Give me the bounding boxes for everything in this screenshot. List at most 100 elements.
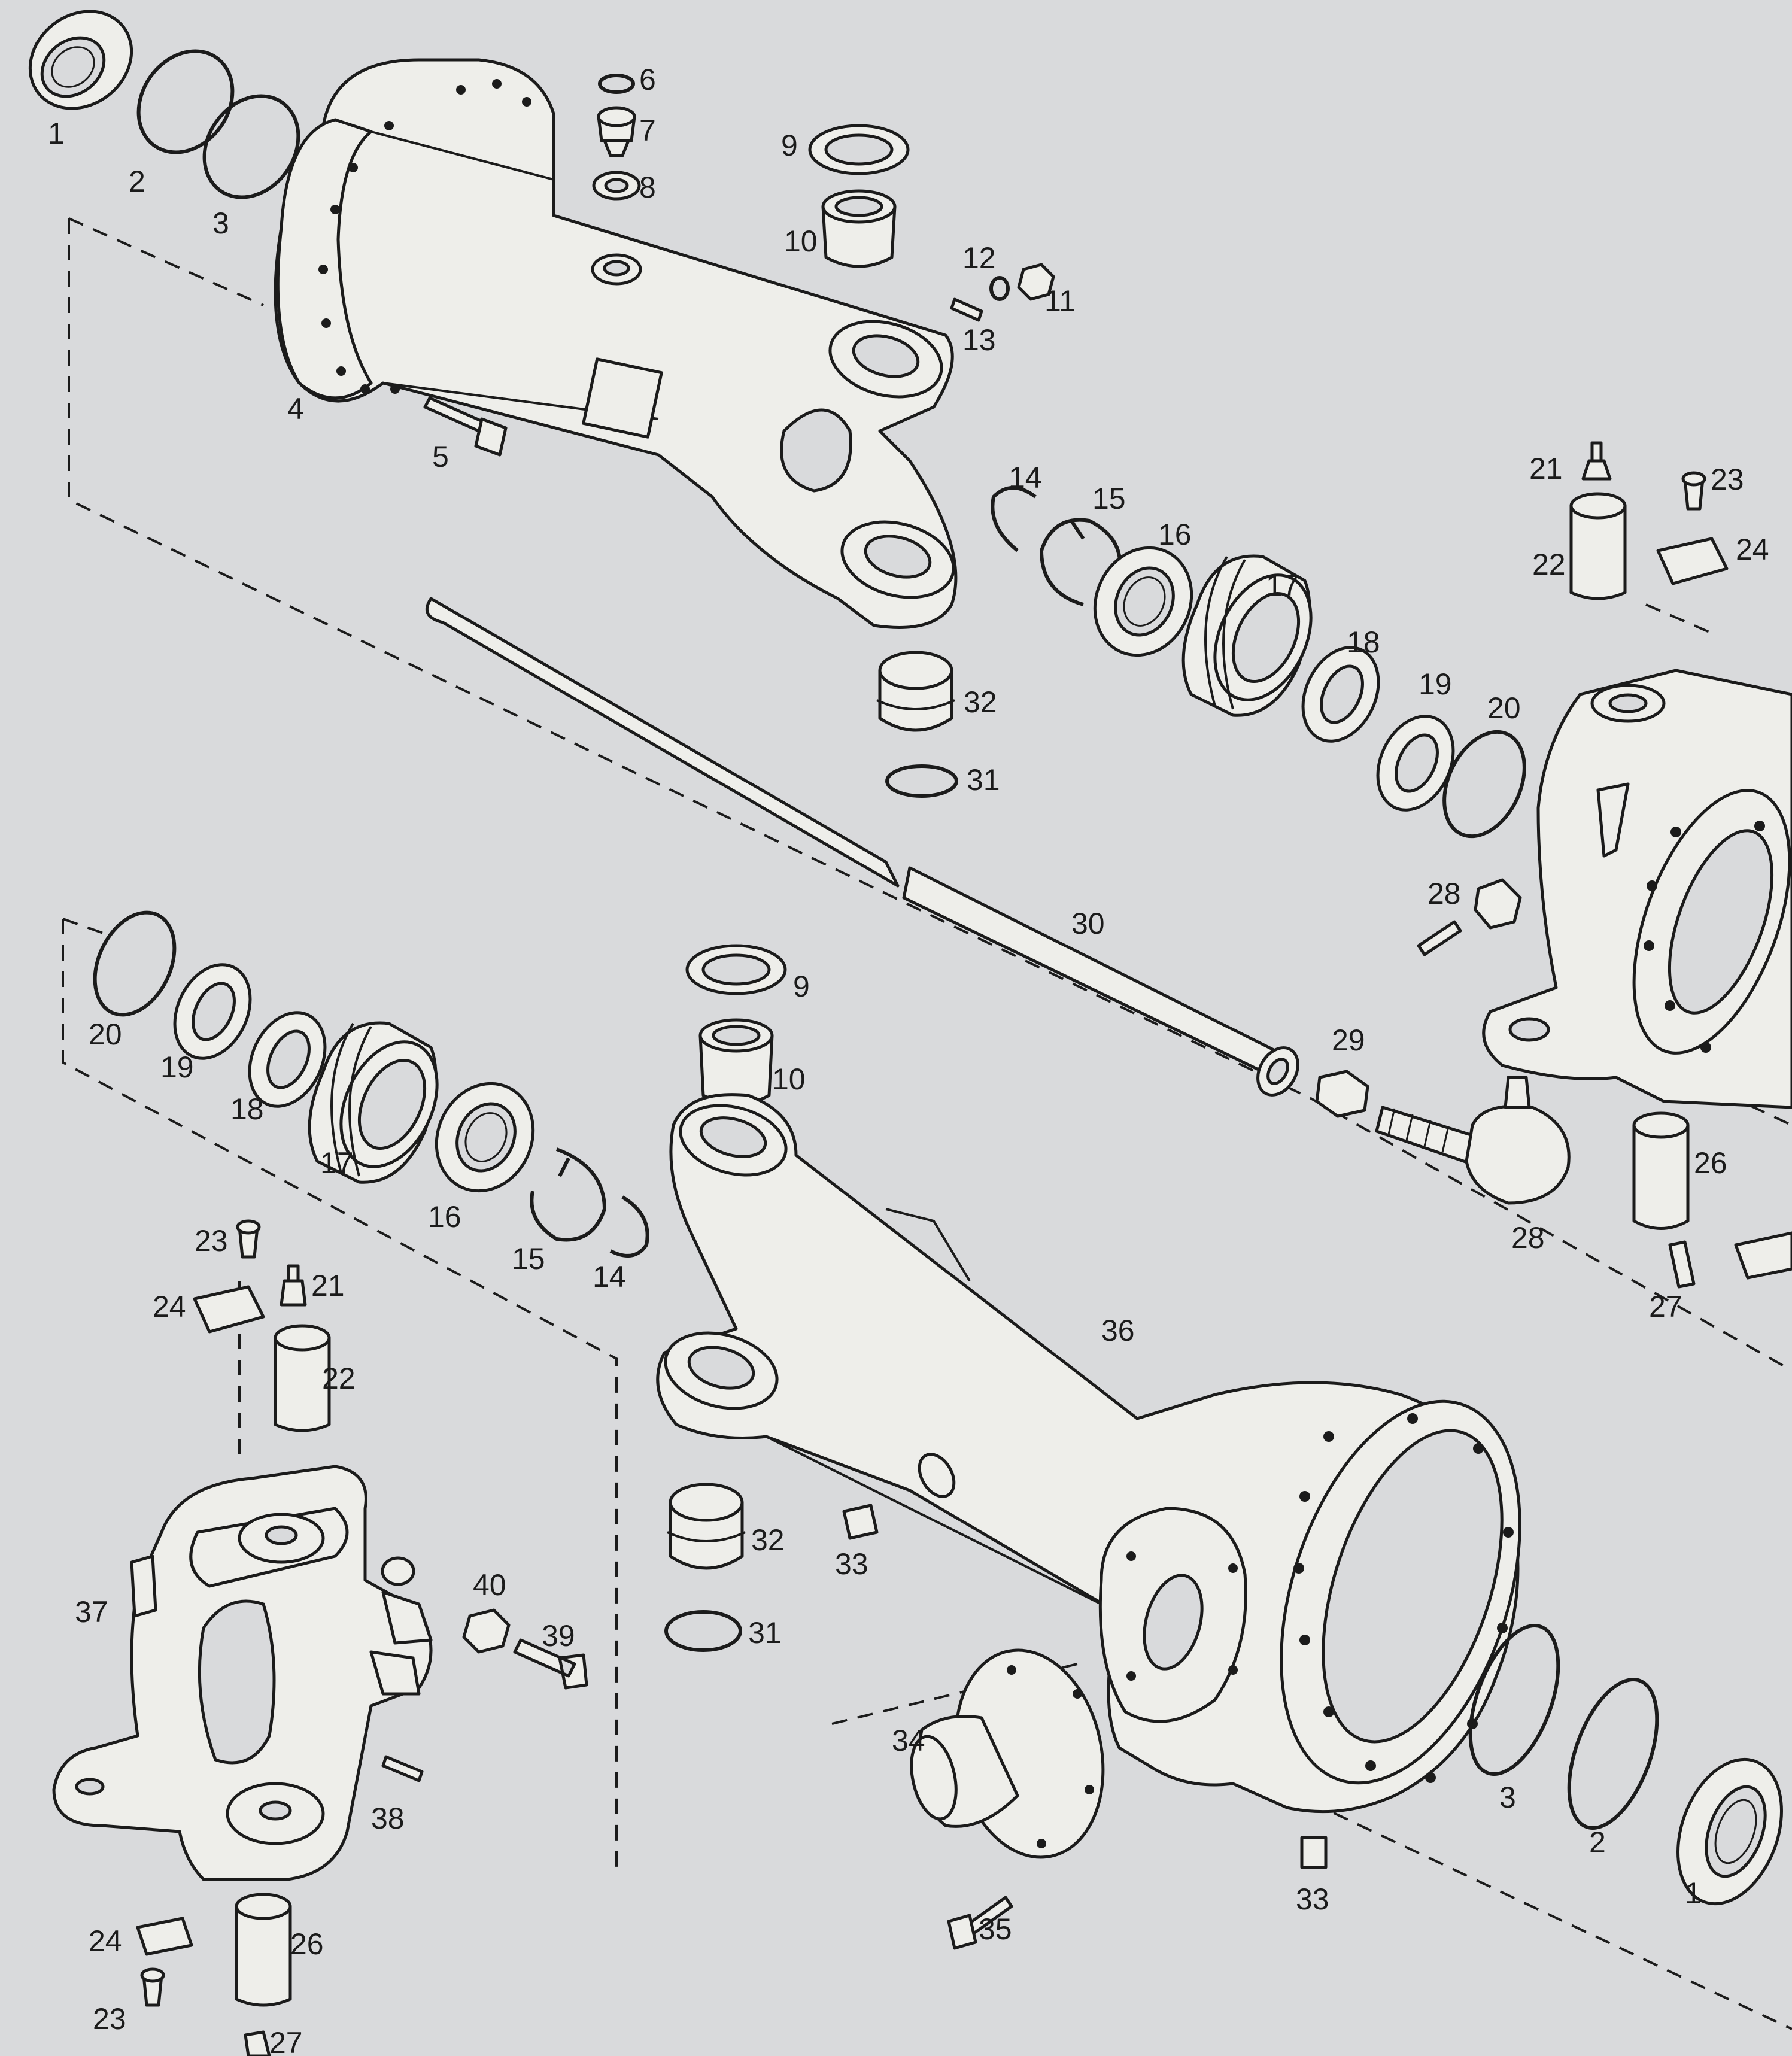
steering-knuckle-37 xyxy=(52,1465,433,1881)
circlip-14-top xyxy=(991,486,1037,552)
callout-label: 28 xyxy=(1511,1221,1545,1255)
nut-washer-stud xyxy=(950,263,1055,322)
callout-label: 37 xyxy=(75,1595,108,1629)
callout-label: 5 xyxy=(432,440,449,473)
callout-label: 17 xyxy=(1266,569,1299,602)
callout-label: 18 xyxy=(230,1092,264,1126)
callout-label: 16 xyxy=(428,1200,461,1234)
callout-label: 23 xyxy=(93,2002,126,2036)
sleeve-17-top xyxy=(1181,554,1313,717)
plate-24-lower xyxy=(193,1285,265,1334)
grease-nipple-21-top xyxy=(1581,441,1612,481)
callout-label: 30 xyxy=(1071,907,1105,940)
callout-label: 28 xyxy=(1427,877,1461,910)
bush-10-top xyxy=(821,189,897,268)
callout-label: 34 xyxy=(892,1724,925,1757)
callout-label: 8 xyxy=(639,171,656,204)
plate-24-right xyxy=(1734,1231,1792,1280)
callout-label: 11 xyxy=(1044,284,1076,318)
nut-40 xyxy=(462,1608,511,1654)
bearing-16-lower xyxy=(435,1082,535,1193)
callout-label: 24 xyxy=(1736,533,1769,566)
oil-seal-lower xyxy=(1676,1757,1783,1906)
o-ring-2-top xyxy=(136,49,235,154)
plug-33-mid xyxy=(842,1504,879,1540)
callout-label: 22 xyxy=(1532,548,1566,581)
callout-label: 15 xyxy=(512,1242,545,1275)
plate-24-top xyxy=(1656,537,1729,585)
callout-label: 32 xyxy=(751,1523,785,1557)
callout-label: 9 xyxy=(793,970,810,1003)
callout-label: 38 xyxy=(371,1802,405,1835)
tie-rod-30 xyxy=(425,597,1299,1097)
o-ring-20-lower xyxy=(93,910,177,1017)
ring-19-lower xyxy=(173,963,252,1060)
callout-label: 24 xyxy=(89,1924,122,1958)
kingpin-26-bottom xyxy=(235,1893,292,2007)
ring-19-top xyxy=(1376,715,1455,812)
cap-32-lower xyxy=(667,1483,746,1570)
callout-label: 32 xyxy=(964,685,997,719)
circlip-15-lower xyxy=(530,1147,607,1242)
bolt-5 xyxy=(423,396,508,457)
kingpin-26-right xyxy=(1632,1111,1690,1230)
ring-18-top xyxy=(1301,646,1380,743)
tie-rod-end-28 xyxy=(1375,1076,1571,1205)
callout-label: 2 xyxy=(129,165,145,198)
callout-label: 19 xyxy=(1419,667,1452,701)
callout-label: 27 xyxy=(1649,1290,1682,1323)
screw-23-bottom xyxy=(140,1967,165,2007)
plug-33-bottom xyxy=(1300,1836,1328,1869)
callout-label: 9 xyxy=(781,129,798,162)
kingpin-22-top xyxy=(1569,492,1627,600)
bush-10-lower xyxy=(698,1018,774,1106)
circlip-15-top xyxy=(1039,518,1122,606)
callout-label: 14 xyxy=(593,1260,626,1293)
o-ring-2-lower xyxy=(1567,1678,1659,1830)
bolt-39 xyxy=(513,1638,588,1690)
breather-stack xyxy=(592,74,641,201)
callout-label: 17 xyxy=(320,1146,354,1180)
cap-32-top xyxy=(876,651,955,732)
callout-label: 33 xyxy=(835,1547,868,1581)
callout-label: 21 xyxy=(311,1269,345,1302)
callout-label: 19 xyxy=(160,1050,194,1084)
steering-knuckle-right xyxy=(1482,669,1792,1109)
callout-label: 21 xyxy=(1529,452,1563,485)
callout-label: 3 xyxy=(212,206,229,240)
nut-29 xyxy=(1315,1070,1369,1118)
callout-label: 35 xyxy=(979,1912,1012,1946)
screw-38 xyxy=(381,1755,424,1782)
callout-label: 22 xyxy=(322,1362,356,1395)
callout-label: 27 xyxy=(269,2026,303,2056)
callout-label: 31 xyxy=(967,763,1000,797)
callout-label: 10 xyxy=(784,224,818,258)
callout-label: 18 xyxy=(1347,625,1380,659)
callout-label: 12 xyxy=(962,241,996,275)
circlip-14-lower xyxy=(609,1195,649,1258)
callout-label: 26 xyxy=(1694,1146,1727,1180)
o-ring-3-lower xyxy=(1468,1624,1560,1776)
callout-label: 40 xyxy=(473,1568,506,1602)
callout-label: 13 xyxy=(962,323,996,357)
ring-18-lower xyxy=(248,1011,327,1108)
callout-label: 1 xyxy=(1685,1876,1702,1910)
sleeve-17-lower xyxy=(308,1021,439,1184)
callout-label: 39 xyxy=(542,1619,575,1653)
o-ring-31-lower xyxy=(664,1610,742,1652)
callout-label: 3 xyxy=(1499,1781,1516,1814)
callout-label: 14 xyxy=(1009,461,1042,494)
callout-label: 15 xyxy=(1092,482,1126,515)
callout-label: 36 xyxy=(1101,1314,1135,1347)
callout-label: 1 xyxy=(48,117,65,150)
callout-label: 29 xyxy=(1332,1024,1365,1057)
grease-nipple-21-lower xyxy=(280,1264,307,1307)
callout-label: 20 xyxy=(1487,691,1521,725)
callout-label: 6 xyxy=(639,63,656,96)
oil-seal-top xyxy=(28,10,133,110)
callout-label: 20 xyxy=(89,1018,122,1051)
kingpin-22-lower xyxy=(274,1324,331,1432)
